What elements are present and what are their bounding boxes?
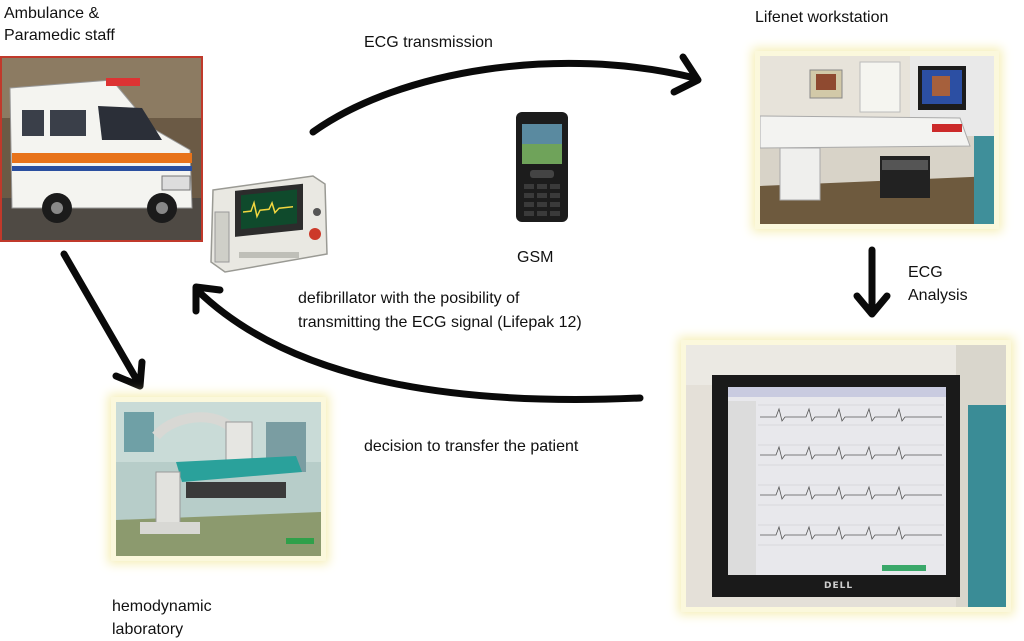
decision-return-arrowhead [192, 283, 224, 315]
ambulance-to-lab-arrow [60, 250, 142, 386]
ecg-analysis-label-line1: ECG [908, 264, 943, 281]
gsm-phone-image [512, 110, 572, 224]
decision-label: decision to transfer the patient [364, 438, 579, 455]
hemodynamic-lab-label-line2: laboratory [112, 621, 184, 638]
ecg-transmission-arrowhead [670, 53, 702, 96]
ambulance-to-lab-arrowhead [112, 358, 146, 390]
ecg-monitor-photo: DELL [686, 345, 1006, 607]
ecg-transmission-arrow [309, 59, 699, 136]
ambulance-photo [0, 56, 203, 242]
defibrillator-label-line1: defibrillator with the posibility of [298, 290, 520, 307]
ecg-transmission-label: ECG transmission [364, 34, 493, 51]
decision-return-arrow [193, 286, 644, 403]
ambulance-label-line1: Ambulance & [4, 5, 100, 22]
hemodynamic-lab-label-line1: hemodynamic [112, 598, 212, 615]
ambulance-label-line2: Paramedic staff [4, 27, 115, 44]
workstation-label: Lifenet workstation [755, 9, 889, 26]
defibrillator-label-line2: transmitting the ECG signal (Lifepak 12) [298, 314, 582, 331]
monitor-brand-logo: DELL [824, 581, 854, 591]
workstation-photo [760, 56, 994, 224]
hemodynamic-lab-photo [116, 402, 321, 556]
ecg-analysis-label-line2: Analysis [908, 287, 968, 304]
defibrillator-image [205, 172, 330, 277]
ecg-analysis-arrowhead [853, 292, 891, 318]
gsm-label: GSM [517, 249, 554, 266]
